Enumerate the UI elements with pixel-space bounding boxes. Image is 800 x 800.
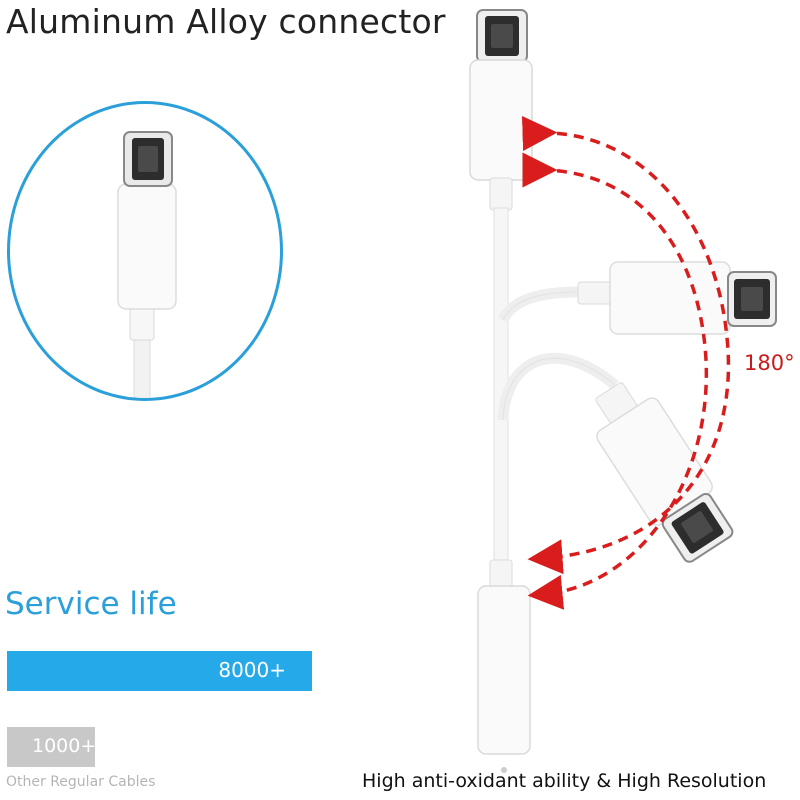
rotation-angle-label: 180° <box>744 351 795 375</box>
zoomed-usb-c-plug-icon <box>117 131 177 398</box>
footer-tagline: High anti-oxidant ability & High Resolut… <box>362 770 767 792</box>
rotation-arrow-icon <box>521 116 731 610</box>
horizontal-usb-c-plug-icon <box>577 261 777 335</box>
page-title: Aluminum Alloy connector <box>6 2 446 41</box>
other-cables-caption: Other Regular Cables <box>6 774 156 790</box>
top-usb-c-plug-icon <box>469 9 533 211</box>
service-life-bar-other: 1000+ <box>7 727 97 767</box>
angled-usb-c-plug-icon <box>595 382 734 563</box>
connector-zoom-circle <box>7 101 283 401</box>
service-life-other-value: 1000+ <box>32 735 97 757</box>
service-life-bar-main: 8000+ <box>7 651 312 691</box>
service-life-heading: Service life <box>5 586 177 622</box>
audio-jack-icon <box>477 559 531 773</box>
service-life-main-value: 8000+ <box>218 658 286 682</box>
